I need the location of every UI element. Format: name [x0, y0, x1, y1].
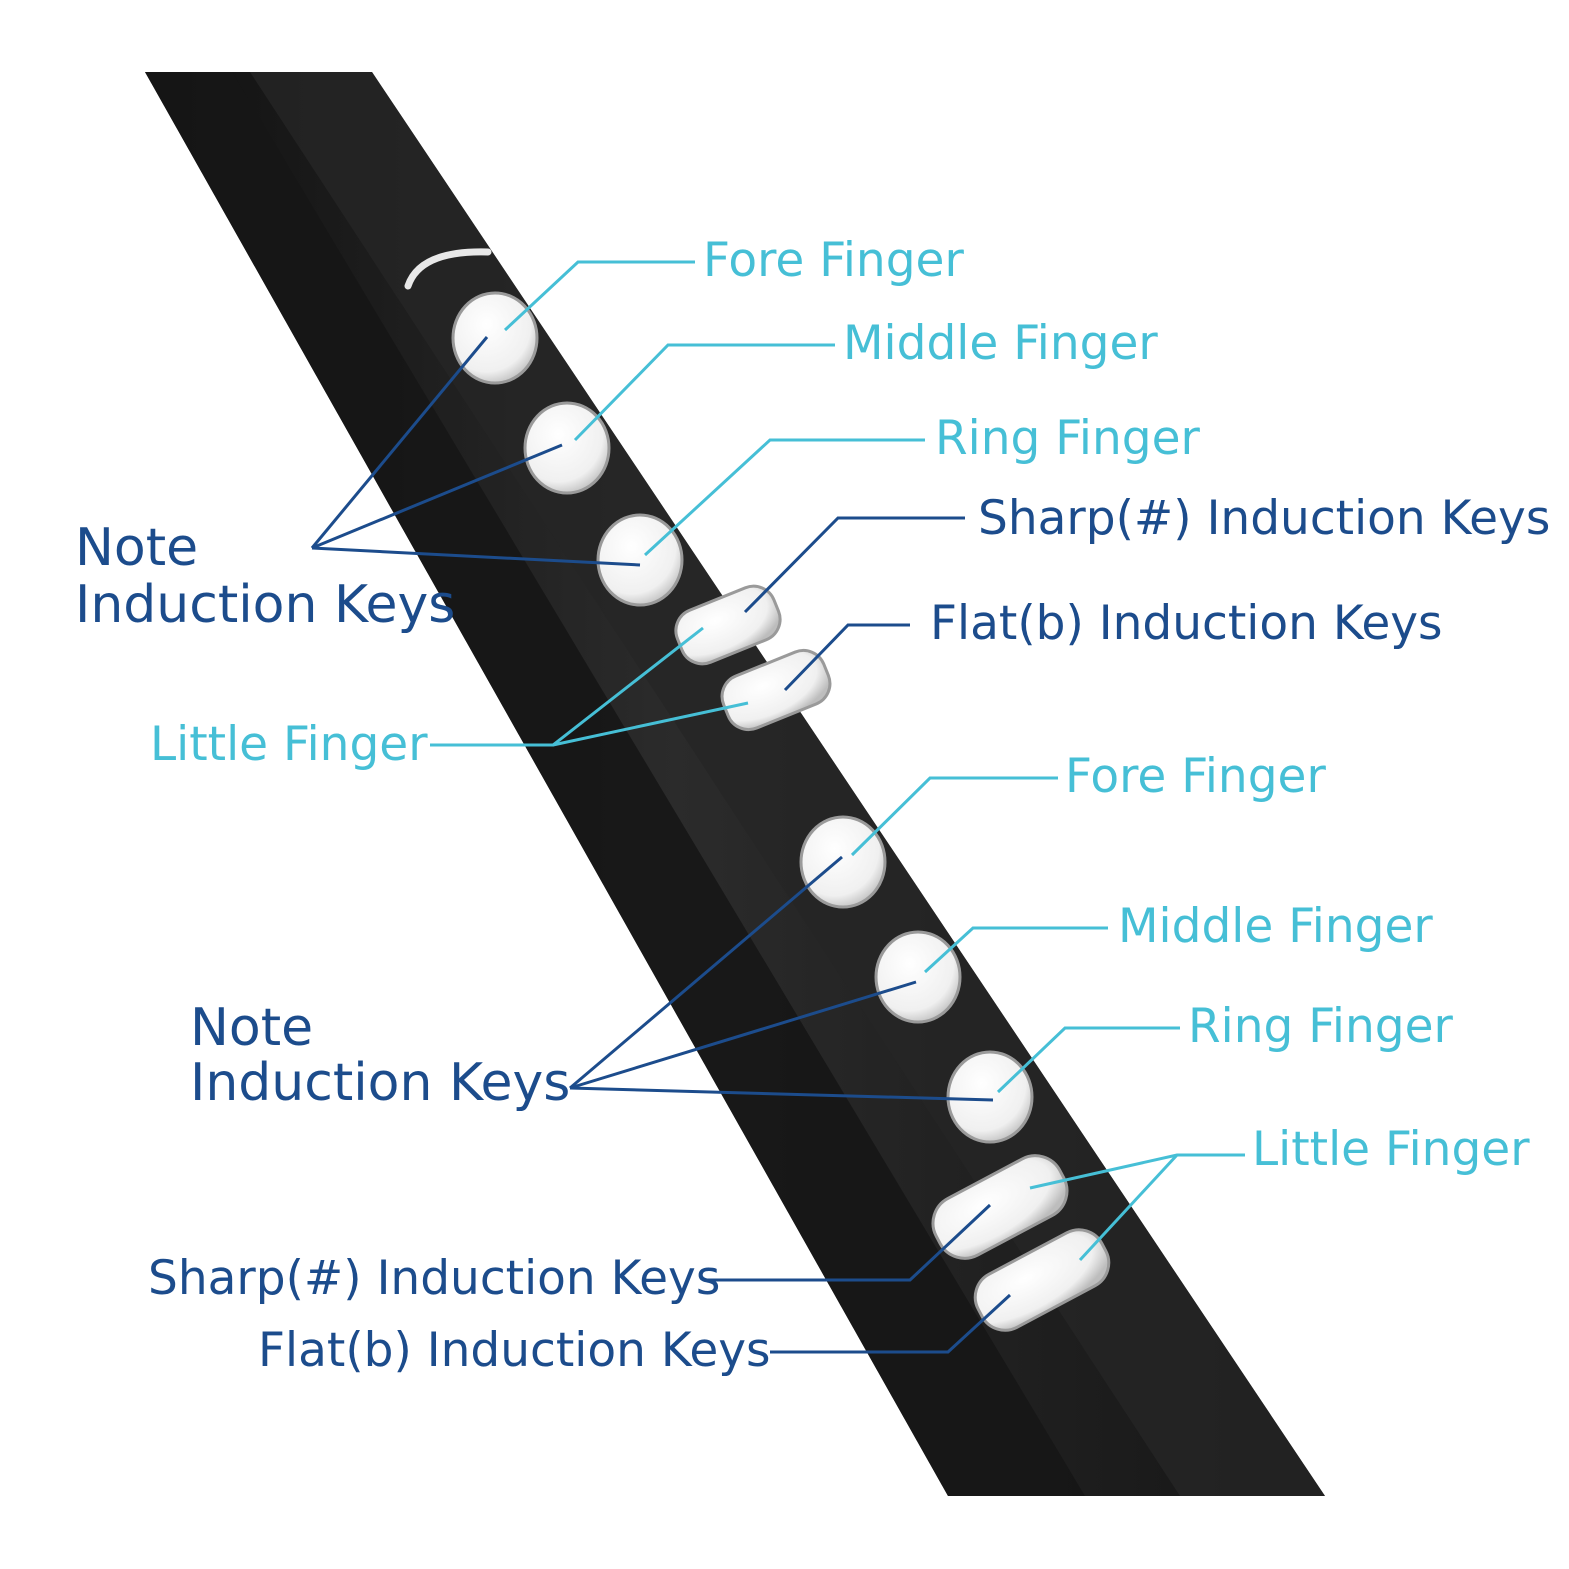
lower-keys: [799, 815, 1111, 1332]
line-lower-little-2: [1078, 1153, 1179, 1262]
line-upper-little-2: [552, 701, 749, 747]
label-lower-sharp-keys: Sharp(#) Induction Keys: [148, 1251, 720, 1306]
label-upper-ring-finger: Ring Finger: [935, 411, 1200, 466]
line-lower-fore: [850, 776, 1058, 857]
line-upper-fore: [503, 260, 695, 332]
key-lower-middle: [874, 930, 962, 1024]
lower-leader-lines: [569, 776, 1245, 1354]
label-upper-sharp-keys: Sharp(#) Induction Keys: [978, 491, 1550, 546]
line-lower-note-3: [569, 1086, 994, 1102]
top-arc-key: [404, 248, 492, 290]
line-lower-note-2: [569, 980, 917, 1090]
instrument-body: [145, 72, 1325, 1496]
label-lower-note-keys-line1: Note: [190, 998, 313, 1058]
line-upper-note-3: [311, 546, 641, 567]
line-lower-flat: [770, 1293, 1012, 1354]
label-upper-note-keys-line1: Note: [75, 518, 198, 578]
line-upper-flat: [783, 623, 910, 692]
label-lower-little-finger: Little Finger: [1252, 1122, 1530, 1177]
line-lower-note-1: [569, 855, 843, 1090]
label-upper-note-keys-line2: Induction Keys: [75, 575, 455, 635]
key-upper-ring: [596, 513, 684, 607]
label-upper-flat-keys: Flat(b) Induction Keys: [930, 596, 1443, 651]
key-lower-fore: [799, 815, 887, 909]
key-lower-ring: [946, 1050, 1034, 1144]
line-upper-note-2: [311, 443, 563, 550]
upper-leader-lines: [310, 260, 965, 747]
label-upper-fore-finger: Fore Finger: [703, 233, 964, 288]
line-upper-ring: [643, 438, 925, 557]
label-lower-note-keys-line2: Induction Keys: [190, 1053, 570, 1113]
key-lower-sharp: [931, 1154, 1069, 1260]
key-upper-fore: [451, 291, 539, 385]
label-lower-flat-keys: Flat(b) Induction Keys: [258, 1323, 771, 1378]
label-upper-little-finger: Little Finger: [150, 717, 428, 772]
label-lower-middle-finger: Middle Finger: [1118, 899, 1433, 954]
line-upper-note-1: [310, 336, 489, 549]
line-upper-middle: [573, 343, 835, 442]
label-upper-middle-finger: Middle Finger: [843, 316, 1158, 371]
line-lower-ring: [996, 1026, 1180, 1094]
label-lower-fore-finger: Fore Finger: [1065, 749, 1326, 804]
line-lower-sharp: [703, 1203, 992, 1282]
line-lower-middle: [923, 926, 1108, 974]
label-lower-ring-finger: Ring Finger: [1188, 999, 1453, 1054]
line-upper-sharp: [743, 516, 965, 614]
key-lower-flat: [973, 1228, 1111, 1332]
